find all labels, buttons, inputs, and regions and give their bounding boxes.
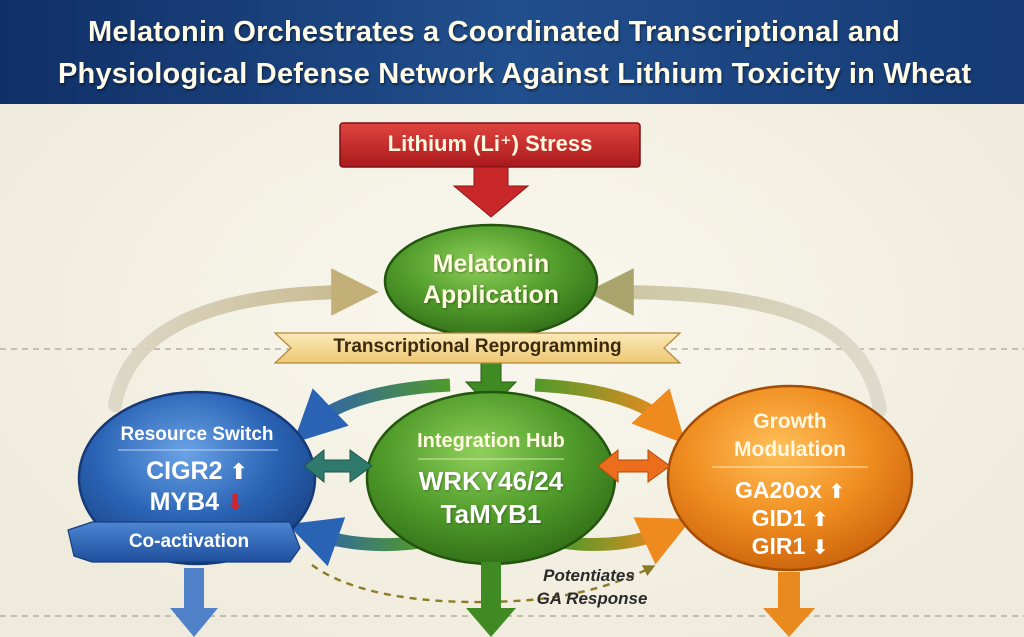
stress-arrow-down: [452, 166, 530, 218]
resource-gene-1-row: CIGR2 ⬆: [117, 457, 277, 486]
growth-modulation-node: [666, 384, 914, 572]
feedback-arc-right: [586, 268, 887, 417]
resource-switch-title: Resource Switch: [120, 424, 274, 445]
arc-hub-to-resource-lower: [287, 517, 421, 567]
co-activation-ribbon: [67, 521, 301, 563]
growth-gene-3: GIR1: [751, 533, 806, 559]
growth-gene-2: GID1: [751, 505, 806, 531]
melatonin-label-line-1: Melatonin: [432, 250, 550, 278]
resource-hub-double-arrow: [303, 448, 373, 484]
growth-title-line-2: Modulation: [734, 438, 846, 461]
resource-switch-node: [77, 390, 317, 566]
arc-hub-to-growth-upper: [534, 378, 686, 445]
arrow-down-icon: ⬇: [811, 537, 829, 559]
growth-output-arrow: [763, 572, 815, 637]
growth-title-line-1: Growth: [753, 410, 827, 433]
annotation-line-1: Potentiates: [543, 566, 635, 585]
melatonin-label-line-2: Application: [422, 281, 560, 309]
resource-gene-2: MYB4: [149, 488, 220, 516]
arc-hub-to-resource-upper: [293, 378, 451, 444]
banner-label: Transcriptional Reprogramming: [333, 336, 622, 357]
annotation-line-2: GA Response: [536, 589, 648, 608]
potentiates-dashed-arrow: [311, 564, 656, 604]
resource-gene-1: CIGR2: [146, 457, 223, 485]
page-title-line-2: Physiological Defense Network Against Li…: [58, 58, 972, 90]
growth-gene-3-row: GIR1 ⬇: [700, 533, 880, 560]
arrow-down-icon: ⬇: [225, 490, 245, 515]
resource-output-arrow: [170, 568, 218, 637]
transcriptional-reprogramming-banner: [273, 332, 682, 364]
arc-hub-to-growth-lower: [560, 517, 692, 565]
integration-hub-line-1: WRKY46/24: [418, 466, 564, 496]
co-activation-label: Co-activation: [128, 531, 250, 552]
arrow-up-icon: ⬆: [828, 481, 846, 503]
hub-output-arrow: [466, 562, 516, 637]
hub-growth-double-arrow: [597, 448, 671, 484]
arrow-up-icon: ⬆: [811, 509, 829, 531]
arrow-up-icon: ⬆: [229, 459, 248, 484]
title-bar: Melatonin Orchestrates a Coordinated Tra…: [0, 0, 1024, 104]
resource-gene-2-row: MYB4 ⬇: [117, 488, 277, 517]
page-title-line-1: Melatonin Orchestrates a Coordinated Tra…: [88, 16, 901, 48]
growth-gene-1: GA20ox: [734, 477, 822, 503]
growth-gene-2-row: GID1 ⬆: [700, 505, 880, 532]
integration-hub-line-2: TaMYB1: [440, 499, 542, 529]
growth-gene-1-row: GA20ox ⬆: [700, 477, 880, 504]
integration-hub-title: Integration Hub: [417, 430, 565, 452]
feedback-arc-left: [108, 268, 379, 412]
stress-label: Lithium (Li⁺) Stress: [387, 131, 593, 156]
